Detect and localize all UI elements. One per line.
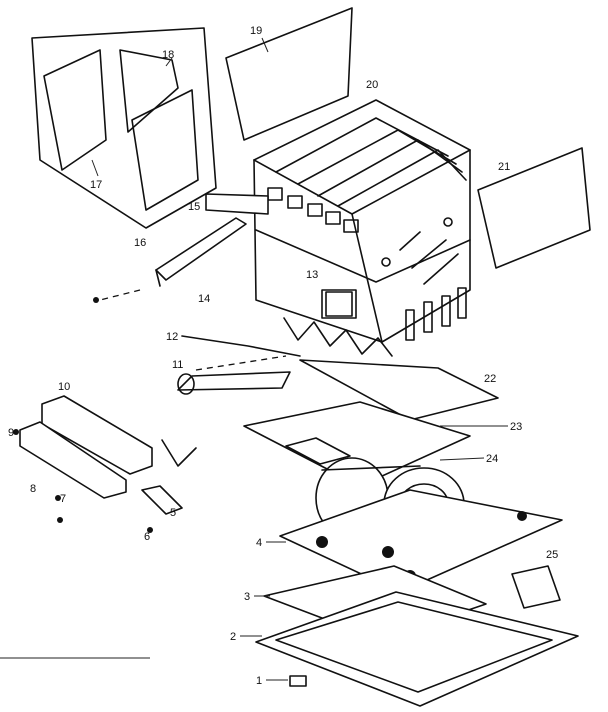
part-13-control — [325, 291, 353, 317]
part-17-panel-insulation — [91, 159, 99, 177]
callout-labels: 1 2 3 4 5 6 7 8 9 10 11 12 13 14 15 16 1… — [8, 25, 558, 687]
part-19-top-panel — [225, 7, 353, 141]
part-18-panel-insulation — [165, 57, 173, 67]
callout-25: 25 — [546, 549, 558, 561]
callout-8: 8 — [30, 483, 36, 495]
callout-1: 1 — [256, 675, 262, 687]
callout-22: 22 — [484, 373, 496, 385]
callout-11: 11 — [172, 359, 183, 371]
part-23-filter-rack — [243, 401, 471, 487]
callout-6: 6 — [144, 531, 150, 543]
callout-12: 12 — [166, 331, 178, 343]
part-15-rail — [205, 193, 269, 215]
part-5-bracket — [141, 439, 197, 515]
callout-4: 4 — [256, 537, 262, 549]
callout-5: 5 — [170, 507, 176, 519]
part-12-burner-rail — [181, 335, 301, 357]
callout-10: 10 — [58, 381, 70, 393]
callout-16: 16 — [134, 237, 146, 249]
part-14-bracket — [99, 217, 247, 301]
part-16-side-panel — [31, 27, 217, 229]
callout-20: 20 — [366, 79, 378, 91]
callout-13: 13 — [306, 269, 318, 281]
callout-7: 7 — [60, 493, 66, 505]
callout-14: 14 — [198, 293, 210, 305]
part-1-clip — [289, 675, 307, 687]
callout-24: 24 — [486, 453, 498, 465]
part-25-strip — [511, 565, 561, 609]
callout-17: 17 — [90, 179, 102, 191]
part-10-door-frame — [19, 395, 153, 499]
part-20-heat-exchanger — [253, 99, 471, 357]
callout-21: 21 — [498, 161, 510, 173]
callout-3: 3 — [244, 591, 250, 603]
part-2-base-pan — [255, 591, 579, 707]
callout-23: 23 — [510, 421, 522, 433]
callout-19: 19 — [250, 25, 262, 37]
screws — [13, 297, 153, 533]
callout-18: 18 — [162, 49, 174, 61]
callout-2: 2 — [230, 631, 236, 643]
part-21-right-panel — [477, 147, 591, 269]
part-11-burner — [177, 355, 291, 395]
callout-15: 15 — [188, 201, 200, 213]
callout-9: 9 — [8, 427, 14, 439]
part-22-base-plate — [299, 359, 499, 421]
